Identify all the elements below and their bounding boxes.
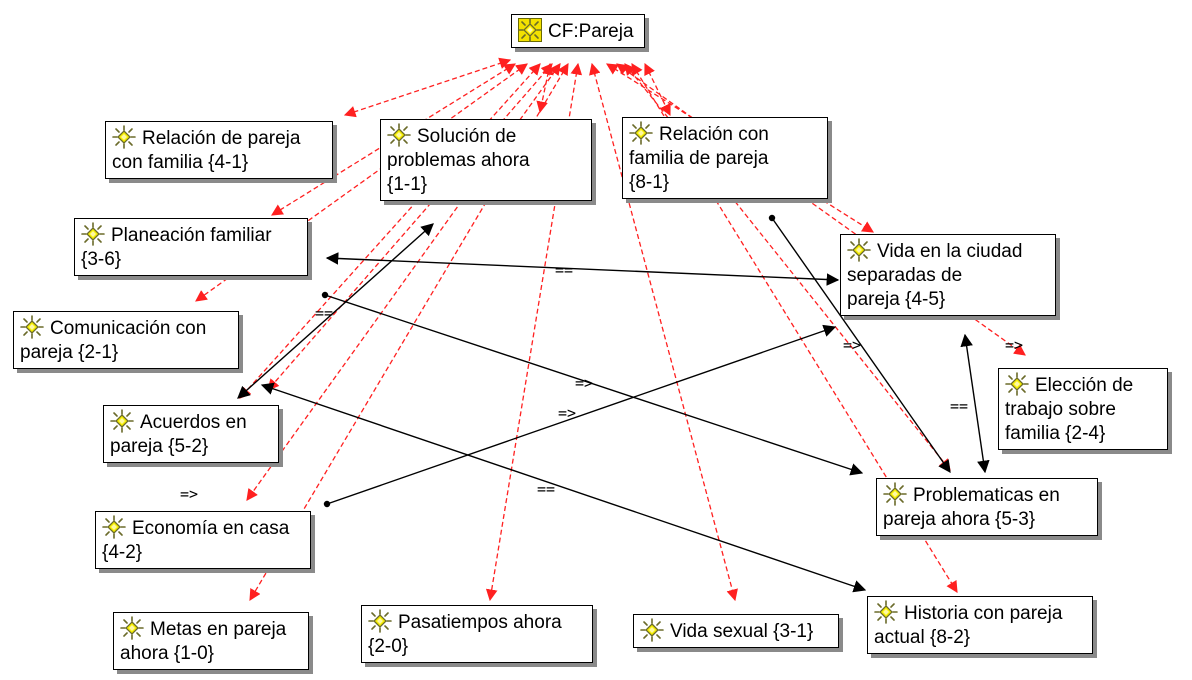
relation-link bbox=[960, 333, 990, 474]
code-icon bbox=[874, 600, 898, 624]
relation-links bbox=[237, 214, 990, 593]
node-label: Relación con familia de pareja {8-1} bbox=[629, 124, 769, 193]
code-icon bbox=[112, 125, 136, 149]
code-node-vida-ciudad[interactable]: Vida en la ciudad separadas de pareja {4… bbox=[840, 234, 1056, 316]
code-icon bbox=[883, 482, 907, 506]
relation-link bbox=[326, 324, 837, 505]
node-label: Planeación familiar {3-6} bbox=[81, 225, 272, 270]
code-icon bbox=[120, 616, 144, 640]
node-label: Pasatiempos ahora {2-0} bbox=[368, 612, 562, 657]
code-node-eleccion[interactable]: Elección de trabajo sobre familia {2-4} bbox=[998, 368, 1168, 450]
node-label: Historia con pareja actual {8-2} bbox=[874, 603, 1063, 648]
code-node-vida-sexual[interactable]: Vida sexual {3-1} bbox=[633, 614, 839, 648]
code-node-relacion-familia[interactable]: Relación de pareja con familia {4-1} bbox=[105, 121, 333, 179]
code-icon bbox=[629, 121, 653, 145]
relation-label: == bbox=[555, 261, 573, 279]
relation-label: => bbox=[180, 485, 198, 503]
code-node-acuerdos[interactable]: Acuerdos en pareja {5-2} bbox=[103, 405, 279, 463]
relation-label: == bbox=[537, 480, 555, 498]
code-node-solucion[interactable]: Solución de problemas ahora {1-1} bbox=[380, 119, 592, 201]
code-node-problematicas[interactable]: Problematicas en pareja ahora {5-3} bbox=[876, 478, 1098, 536]
relation-label: => bbox=[843, 336, 861, 354]
node-label: Problematicas en pareja ahora {5-3} bbox=[883, 485, 1060, 530]
family-link bbox=[644, 62, 671, 117]
code-icon bbox=[387, 123, 411, 147]
relation-link bbox=[771, 217, 951, 474]
code-node-comunicacion[interactable]: Comunicación con pareja {2-1} bbox=[13, 311, 239, 369]
code-icon bbox=[20, 315, 44, 339]
code-icon bbox=[368, 609, 392, 633]
code-icon bbox=[1005, 372, 1029, 396]
relation-link bbox=[237, 223, 434, 399]
relation-link bbox=[324, 294, 864, 476]
node-label: Vida en la ciudad separadas de pareja {4… bbox=[847, 241, 1023, 310]
code-node-relacion-familia-pareja[interactable]: Relación con familia de pareja {8-1} bbox=[622, 117, 828, 199]
code-family-node[interactable]: CF:Pareja bbox=[511, 14, 645, 48]
relation-label: => bbox=[558, 404, 576, 422]
node-label: CF:Pareja bbox=[548, 21, 634, 42]
family-link bbox=[267, 63, 553, 391]
node-label: Relación de pareja con familia {4-1} bbox=[112, 128, 301, 173]
family-link bbox=[536, 62, 554, 114]
relation-label: == bbox=[950, 397, 968, 415]
node-label: Metas en pareja ahora {1-0} bbox=[120, 619, 287, 664]
code-node-planeacion[interactable]: Planeación familiar {3-6} bbox=[74, 218, 308, 276]
node-label: Economía en casa {4-2} bbox=[102, 518, 290, 563]
node-label: Comunicación con pareja {2-1} bbox=[20, 318, 207, 363]
relation-start-dot bbox=[323, 500, 331, 508]
relation-label: == bbox=[315, 304, 333, 322]
relation-start-dot bbox=[321, 291, 329, 299]
code-icon bbox=[847, 238, 871, 262]
family-link bbox=[343, 57, 512, 118]
code-node-historia[interactable]: Historia con pareja actual {8-2} bbox=[867, 596, 1093, 654]
relation-start-dot bbox=[768, 214, 776, 222]
relation-label: => bbox=[575, 374, 593, 392]
relation-link bbox=[260, 382, 867, 593]
code-icon bbox=[81, 222, 105, 246]
relation-labels: == == => => == => == => => bbox=[180, 261, 1023, 503]
code-node-economia[interactable]: Economía en casa {4-2} bbox=[95, 511, 311, 569]
code-family-icon bbox=[518, 18, 542, 42]
relation-label: => bbox=[1005, 336, 1023, 354]
node-label: Elección de trabajo sobre familia {2-4} bbox=[1005, 375, 1134, 444]
relation-link bbox=[325, 252, 840, 286]
code-icon bbox=[110, 409, 134, 433]
node-label: Acuerdos en pareja {5-2} bbox=[110, 412, 247, 457]
code-node-pasatiempos[interactable]: Pasatiempos ahora {2-0} bbox=[361, 605, 593, 663]
node-label: Vida sexual {3-1} bbox=[670, 621, 814, 642]
code-icon bbox=[640, 618, 664, 642]
node-label: Solución de problemas ahora {1-1} bbox=[387, 126, 530, 195]
code-icon bbox=[102, 515, 126, 539]
code-node-metas[interactable]: Metas en pareja ahora {1-0} bbox=[113, 612, 309, 670]
